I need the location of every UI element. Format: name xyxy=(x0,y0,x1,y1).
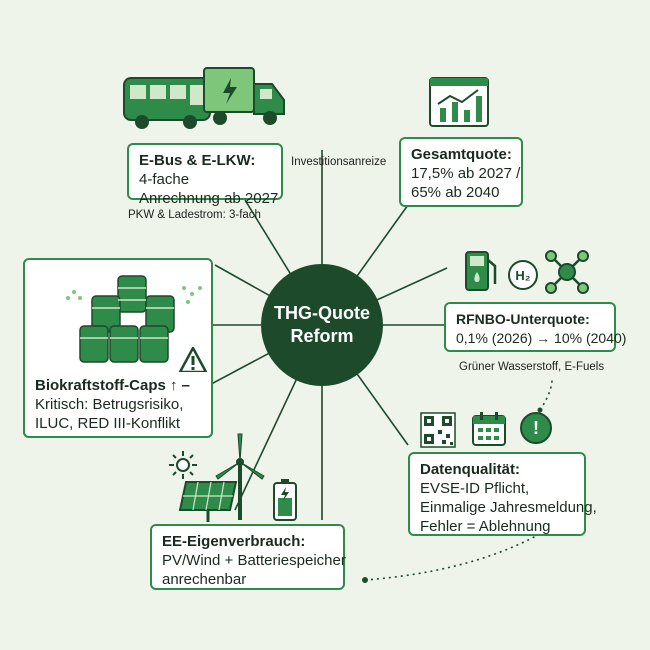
card-rfnbo-line-1: 0,1% (2026) → 10% (2040) xyxy=(456,330,627,346)
card-daten-line-3: Fehler = Ablehnung xyxy=(420,518,551,535)
card-ee-eigenverbrauch: EE-Eigenverbrauch: PV/Wind + Batteriespe… xyxy=(150,524,346,590)
alert-icon: ! xyxy=(520,412,552,444)
card-gesamt-line-1: 17,5% ab 2027 / xyxy=(411,165,521,182)
card-ee-line-2: anrechenbar xyxy=(162,571,247,588)
chart-icon xyxy=(429,77,489,127)
card-rfnbo-title: RFNBO-Unterquote: xyxy=(456,311,590,327)
warning-icon xyxy=(178,346,208,374)
card-rfnbo: RFNBO-Unterquote: 0,1% (2026) → 10% (204… xyxy=(444,302,627,352)
card-biokraftstoff: Biokraftstoff-Caps ↑ – Kritisch: Betrugs… xyxy=(23,372,213,438)
hub-title-line-1: THG-Quote xyxy=(274,303,370,323)
label-investitionsanreize: Investitionsanreize xyxy=(291,156,387,168)
center-hub: THG-Quote Reform xyxy=(261,264,383,386)
hub-title-line-2: Reform xyxy=(290,326,354,346)
sun-icon xyxy=(169,451,197,479)
card-daten-line-2: Einmalige Jahresmeldung, xyxy=(420,499,597,516)
alert-glyph: ! xyxy=(533,417,539,438)
wind-turbine-icon xyxy=(215,433,265,520)
hydrogen-icon: H₂ xyxy=(508,260,538,290)
dotted-arc-bottom xyxy=(364,524,556,581)
battery-icon xyxy=(273,479,297,521)
dotted-arc-top xyxy=(539,379,553,411)
barrels-icon xyxy=(66,275,202,363)
card-ebus-elkw: E-Bus & E-LKW: 4-fache Anrechnung ab 202… xyxy=(127,143,283,207)
card-ee-line-1: PV/Wind + Batteriespeicher xyxy=(162,552,346,569)
card-ebus-title: E-Bus & E-LKW: xyxy=(139,152,256,169)
hydrogen-label: H₂ xyxy=(515,267,531,283)
card-gesamtquote: Gesamtquote: 17,5% ab 2027 / 65% ab 2040 xyxy=(399,137,523,207)
card-bio-line-2: ILUC, RED III-Konflikt xyxy=(35,415,181,432)
label-pkw-ladestrom: PKW & Ladestrom: 3-fach xyxy=(128,209,261,221)
truck-icon xyxy=(203,67,285,125)
card-daten-line-1: EVSE-ID Pflicht, xyxy=(420,480,530,497)
fuel-pump-icon xyxy=(465,251,497,291)
card-ebus-line-1: 4-fache xyxy=(139,171,190,188)
calendar-icon xyxy=(472,412,506,446)
card-gesamt-line-2: 65% ab 2040 xyxy=(411,184,500,201)
card-ee-title: EE-Eigenverbrauch: xyxy=(162,533,306,550)
solar-panel-icon xyxy=(178,481,238,522)
card-bio-line-1: Kritisch: Betrugsrisiko, xyxy=(35,396,184,413)
molecule-icon xyxy=(545,250,589,294)
card-datenqualitaet: Datenqualität: EVSE-ID Pflicht, Einmalig… xyxy=(408,452,597,536)
card-ebus-line-2: Anrechnung ab 2027 xyxy=(139,190,279,207)
card-gesamt-title: Gesamtquote: xyxy=(411,146,512,163)
qr-code-icon xyxy=(420,412,456,448)
label-gruener-wasserstoff: Grüner Wasserstoff, E-Fuels xyxy=(459,361,605,373)
card-daten-title: Datenqualität: xyxy=(420,461,521,478)
card-bio-title: Biokraftstoff-Caps ↑ – xyxy=(35,377,191,394)
